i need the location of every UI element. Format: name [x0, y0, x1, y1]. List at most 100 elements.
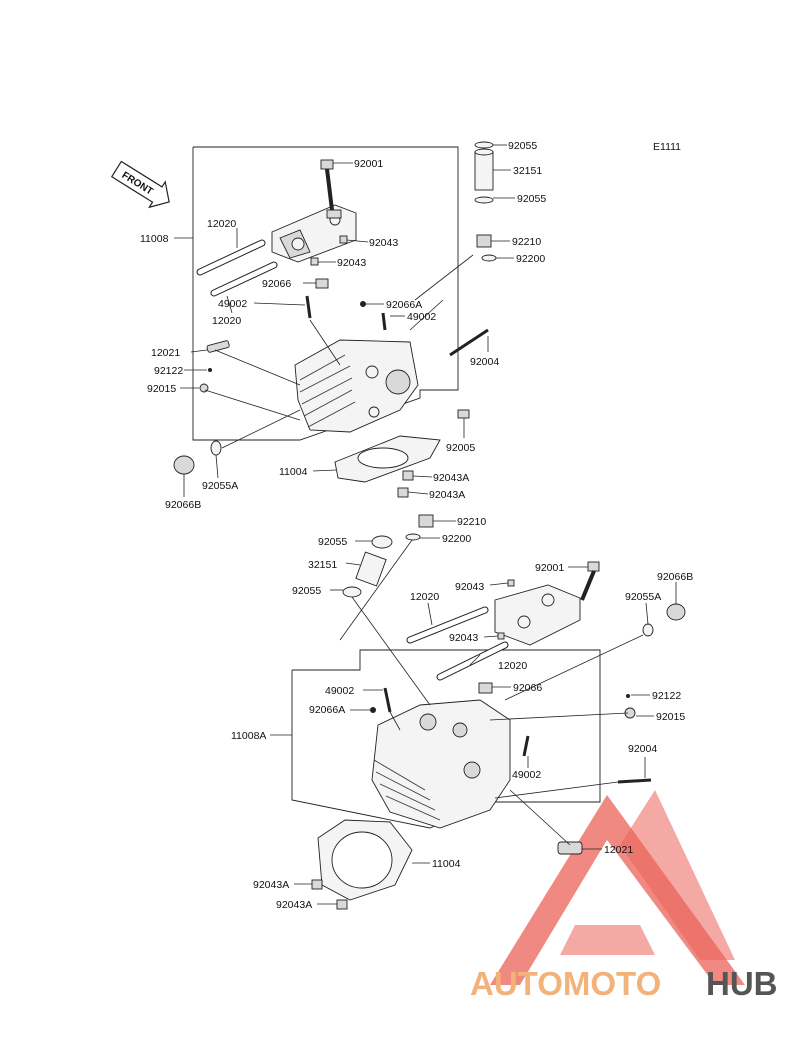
label-92210-b: 92210 [457, 516, 486, 528]
gasket-11004-lower [317, 819, 413, 901]
pin-92122-lower [626, 694, 630, 698]
label-92200-a: 92200 [516, 253, 545, 265]
front-arrow-icon: FRONT [110, 160, 170, 209]
oring-92055A-lower [642, 623, 654, 637]
label-32151-b: 32151 [308, 559, 337, 571]
label-92004-b: 92004 [628, 743, 657, 755]
plug-49002b-lower [522, 735, 530, 757]
bolt-92001-upper [320, 159, 334, 211]
label-12020-a: 12020 [207, 218, 236, 230]
dowel-92043A-2-lower [336, 899, 348, 910]
cylinder-head-upper [294, 339, 419, 433]
label-92066A-b: 92066A [309, 704, 345, 716]
gasket-11004-upper [334, 435, 441, 483]
pin-92043-2-upper [310, 257, 319, 266]
pushrods-12020-upper [196, 239, 278, 297]
fitting-92005 [457, 409, 470, 419]
plug-49002-upper [305, 295, 312, 319]
dowel-92043A-2-upper [397, 487, 409, 498]
diagram-code: E1111 [653, 141, 681, 153]
label-11008A: 11008A [231, 730, 266, 742]
label-92055-a: 92055 [508, 140, 537, 152]
stud-92004-lower [617, 778, 652, 784]
cylinder-head-lower [371, 699, 511, 829]
label-11004-a: 11004 [279, 466, 308, 478]
pin-92122-upper [208, 368, 212, 372]
label-92015-b: 92015 [656, 711, 685, 723]
pin-92043-1-upper [339, 235, 348, 244]
label-92055-d: 92055 [292, 585, 321, 597]
pin-92043-1-lower [507, 579, 515, 587]
gasket-12021-lower [557, 841, 583, 855]
label-92066-b: 92066 [513, 682, 542, 694]
label-92043-b: 92043 [337, 257, 366, 269]
label-12020-b: 12020 [212, 315, 241, 327]
label-12021-b: 12021 [604, 844, 633, 856]
label-92122-b: 92122 [652, 690, 681, 702]
label-92043A-a: 92043A [433, 472, 469, 484]
plug-92066-upper [315, 278, 329, 289]
label-49002-a: 49002 [218, 298, 247, 310]
label-49002-d: 49002 [512, 769, 541, 781]
nut-92210-upper [476, 234, 492, 248]
stud-92004-upper [449, 328, 489, 357]
watermark-logo [490, 790, 745, 985]
label-92043-d: 92043 [449, 632, 478, 644]
tube-32151-upper [474, 141, 494, 204]
label-92055-c: 92055 [318, 536, 347, 548]
plug-49002-lower [383, 687, 392, 713]
dowel-92043A-1-upper [402, 470, 414, 481]
label-92004-a: 92004 [470, 356, 499, 368]
watermark-text-hub: HUB [706, 965, 778, 1002]
label-32151-a: 32151 [513, 165, 542, 177]
rocker-housing-upper [271, 204, 357, 263]
label-92122-a: 92122 [154, 365, 183, 377]
label-92066B-b: 92066B [657, 571, 693, 583]
oring-92055A-upper [210, 440, 222, 456]
label-92043A-c: 92043A [253, 879, 289, 891]
label-92043-c: 92043 [455, 581, 484, 593]
dowel-92043A-1-lower [311, 879, 323, 890]
tube-32151-lower [342, 535, 393, 598]
label-92015-a: 92015 [147, 383, 176, 395]
gasket-12021-upper [206, 340, 230, 353]
label-11008: 11008 [140, 233, 169, 245]
watermark-text-automoto: AUTOMOTO [470, 965, 661, 1002]
assembly-frame-11008A [291, 649, 601, 829]
label-92043A-d: 92043A [276, 899, 312, 911]
pin-92043-2-lower [497, 632, 505, 640]
label-49002-c: 49002 [325, 685, 354, 697]
bolt-92001-lower [580, 561, 600, 601]
label-49002-b: 49002 [407, 311, 436, 323]
label-92055-b: 92055 [517, 193, 546, 205]
rocker-housing-lower [494, 584, 581, 646]
label-92055A-b: 92055A [625, 591, 661, 603]
label-12020-c: 12020 [410, 591, 439, 603]
label-12021-a: 12021 [151, 347, 180, 359]
label-92001-b: 92001 [535, 562, 564, 574]
label-92043A-b: 92043A [429, 489, 465, 501]
label-92066B-a: 92066B [165, 499, 201, 511]
label-92055A-a: 92055A [202, 480, 238, 492]
washer-92200-upper [481, 254, 497, 262]
label-92210-a: 92210 [512, 236, 541, 248]
nut-92210-lower [418, 514, 434, 528]
label-92066-a: 92066 [262, 278, 291, 290]
cap-92066B-upper [173, 455, 195, 475]
cap-92066B-lower [666, 603, 686, 621]
plug-92066-lower [478, 682, 493, 694]
label-92005: 92005 [446, 442, 475, 454]
plug-92066A-lower [370, 707, 376, 713]
label-92066A-a: 92066A [386, 299, 422, 311]
label-92001-a: 92001 [354, 158, 383, 170]
label-12020-d: 12020 [498, 660, 527, 672]
pushrods-12020-lower [406, 606, 509, 681]
plug-49002b-upper [381, 312, 387, 331]
assembly-frame-11008 [192, 146, 459, 441]
label-92200-b: 92200 [442, 533, 471, 545]
washer-92200-lower [405, 533, 421, 541]
plug-92066A-upper [360, 301, 366, 307]
label-11004-b: 11004 [432, 858, 461, 870]
label-92043-a: 92043 [369, 237, 398, 249]
